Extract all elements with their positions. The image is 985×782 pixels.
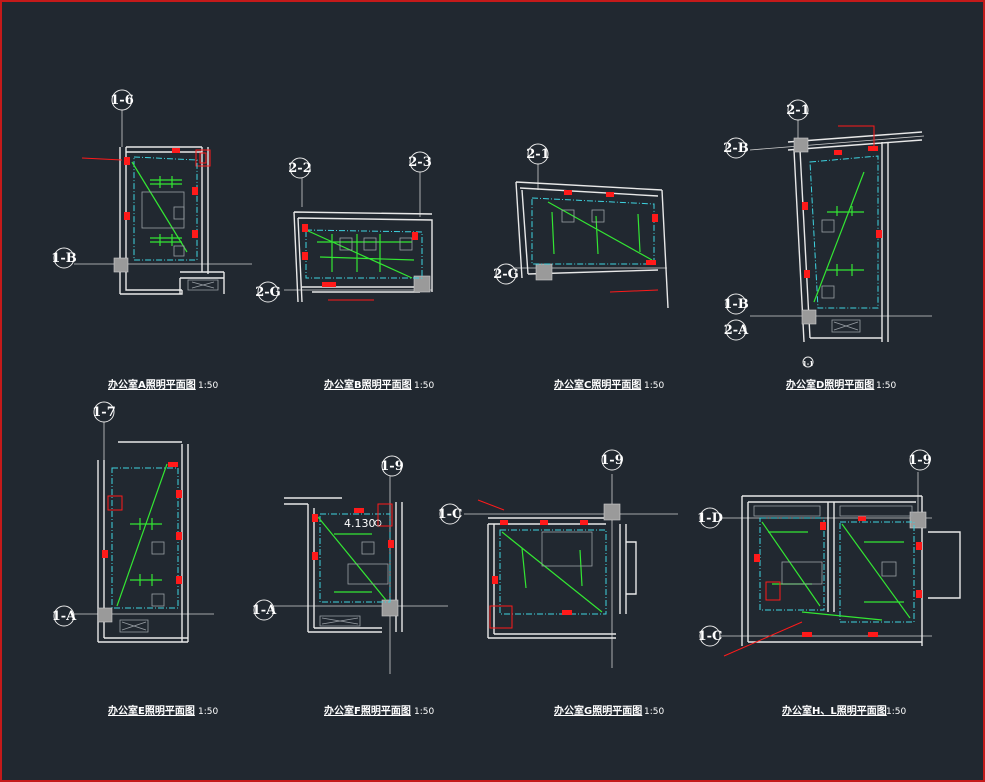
panel-title: 办公室F照明平面图 [324, 704, 411, 717]
axis-bubble [111, 89, 133, 111]
axis-label: 1-B [723, 297, 748, 312]
axis-bubble [53, 247, 75, 269]
panel-title: 办公室H、L照明平面图 [782, 704, 887, 717]
axis-bubble [93, 401, 115, 423]
plan-office-a [74, 110, 252, 295]
panel-scale: 1:50 [876, 381, 896, 391]
axis-bubble [802, 356, 814, 368]
plan-office-b [284, 170, 433, 303]
axis-label: 1-9 [908, 453, 932, 468]
axis-bubble [909, 449, 931, 471]
axis-bubble [601, 449, 623, 471]
axis-label: 1-1 [803, 361, 814, 368]
axis-label: 1-6 [110, 93, 134, 108]
axis-bubble [289, 157, 311, 179]
axis-label: 1-A [252, 603, 277, 618]
plan-office-h-l [712, 472, 961, 657]
panel-title: 办公室B照明平面图 [324, 378, 412, 391]
panel-title: 办公室G照明平面图 [554, 704, 642, 717]
panel-scale: 1:50 [644, 707, 664, 717]
axis-bubble [439, 503, 461, 525]
axis-label: 2-1 [526, 147, 550, 162]
axis-label: 1-9 [380, 459, 404, 474]
axis-label: 1-D [697, 511, 723, 526]
axis-bubble [381, 455, 403, 477]
panel-title: 办公室D照明平面图 [786, 378, 874, 391]
panel-scale: 1:50 [198, 381, 218, 391]
axis-bubble [725, 319, 747, 341]
panel-title: 办公室A照明平面图 [108, 378, 196, 391]
panel-scale: 1:50 [414, 707, 434, 717]
axis-bubble [699, 507, 721, 529]
plan-office-f [272, 476, 448, 674]
panel-title: 办公室E照明平面图 [108, 704, 195, 717]
panel-title: 办公室C照明平面图 [554, 378, 641, 391]
plan-office-e [68, 422, 214, 643]
elevation-label: 4.130 [344, 517, 376, 530]
axis-bubble [409, 151, 431, 173]
plan-office-g [464, 474, 678, 668]
axis-label: 1-C [438, 507, 463, 522]
axis-label: 2-3 [408, 155, 432, 170]
plan-office-d [749, 120, 932, 343]
axis-label: 2-B [723, 141, 748, 156]
axis-label: 2-G [493, 267, 519, 282]
axis-label: 2-G [255, 285, 281, 300]
panel-scale: 1:50 [886, 707, 906, 717]
axis-bubble [53, 605, 75, 627]
axis-bubble [257, 281, 279, 303]
axis-label: 2-1 [786, 103, 810, 118]
panel-scale: 1:50 [198, 707, 218, 717]
axis-bubble [495, 263, 517, 285]
axis-label: 1-C [698, 629, 723, 644]
axis-label: 2-2 [288, 161, 312, 176]
axis-label: 2-A [724, 323, 749, 338]
axis-label: 1-9 [600, 453, 624, 468]
axis-bubble [725, 137, 747, 159]
axis-label: 1-A [52, 609, 77, 624]
elevation-marker [374, 519, 382, 527]
axis-bubble [527, 143, 549, 165]
axis-bubble [725, 293, 747, 315]
panel-scale: 1:50 [414, 381, 434, 391]
axis-label: 1-B [51, 251, 76, 266]
axis-bubble [787, 99, 809, 121]
panel-scale: 1:50 [644, 381, 664, 391]
axis-bubble [699, 625, 721, 647]
plan-office-c [502, 164, 669, 309]
axis-bubble [253, 599, 275, 621]
axis-label: 1-7 [92, 405, 116, 420]
